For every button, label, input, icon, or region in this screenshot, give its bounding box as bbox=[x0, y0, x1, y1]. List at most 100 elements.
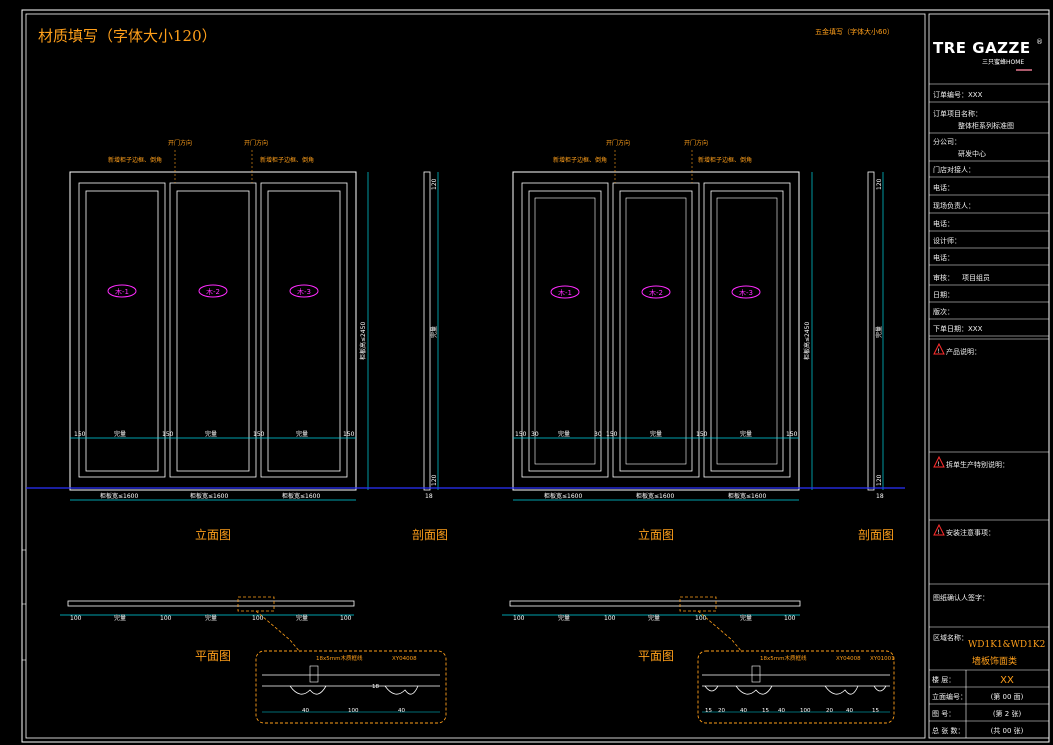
title-block-field: 电话： bbox=[933, 183, 954, 192]
title-block-field: 整体柜系列标准图 bbox=[958, 121, 1014, 130]
detail-molding bbox=[289, 685, 327, 695]
material-tag bbox=[289, 284, 319, 298]
material-tag bbox=[198, 284, 228, 298]
left-section: 120 完量 120 18 剖面图 bbox=[412, 171, 448, 542]
material-tag bbox=[731, 285, 761, 299]
door-frame bbox=[260, 182, 348, 478]
material-tag-label: 木-1 bbox=[115, 287, 129, 296]
title-block-field: 订单编号：XXX bbox=[933, 90, 983, 99]
material-title: 材质填写（字体大小120） bbox=[38, 27, 217, 45]
plan-dim: 100 bbox=[604, 615, 616, 622]
detail-molding bbox=[704, 685, 719, 692]
title-block-field: 电话： bbox=[933, 253, 954, 262]
detail-code: XY04008 bbox=[392, 656, 417, 662]
callout-label: 开门方向 bbox=[606, 139, 630, 147]
dim-label: 30 bbox=[594, 431, 602, 438]
height-dim-label: 柜板高≤2450 bbox=[359, 322, 367, 360]
view-label: 立面图 bbox=[638, 527, 674, 542]
door-panel bbox=[528, 190, 602, 472]
detail-dim: 40 bbox=[398, 708, 405, 714]
dim-label: 完量 bbox=[296, 430, 308, 438]
plan-dim: 100 bbox=[340, 615, 352, 622]
title-block-field: 研发中心 bbox=[958, 149, 986, 158]
door-frame bbox=[612, 182, 700, 478]
door-panel bbox=[85, 190, 159, 472]
detail-dim: 100 bbox=[348, 708, 359, 714]
material-tag bbox=[550, 285, 580, 299]
door-frame bbox=[78, 182, 166, 478]
detail-molding bbox=[384, 685, 419, 695]
registered-mark: ® bbox=[1036, 38, 1043, 46]
door-frame bbox=[169, 182, 257, 478]
floor-label: 楼 层： bbox=[932, 675, 955, 684]
right-section: 120 完量 120 18 剖面图 bbox=[858, 171, 894, 542]
drawing-frame bbox=[25, 13, 926, 739]
door-panel-inner bbox=[534, 197, 596, 465]
title-block-field: 项目组员 bbox=[962, 273, 990, 282]
title-block-field: 审核： bbox=[933, 273, 954, 282]
dim-label: 150 bbox=[162, 431, 174, 438]
detail-note: 18x5mm木质框线 bbox=[316, 654, 363, 662]
title-block-field: 日期： bbox=[933, 291, 954, 299]
section-dim: 120 bbox=[431, 178, 438, 190]
height-dim-label: 柜板高≤2450 bbox=[803, 322, 811, 360]
plan-dim: 完量 bbox=[114, 614, 126, 622]
door-panel bbox=[710, 190, 784, 472]
plan-dim: 100 bbox=[160, 615, 172, 622]
title-block-field: 版次： bbox=[933, 307, 954, 316]
width-dim-label: 柜板宽≤1600 bbox=[636, 492, 674, 500]
detail-code: XY01001 bbox=[870, 656, 895, 662]
warning-mark: ! bbox=[938, 348, 940, 355]
detail-dim: 20 bbox=[718, 708, 725, 714]
section-dim: 完量 bbox=[430, 326, 438, 338]
detail-dim: 15 bbox=[705, 708, 712, 714]
material-tag-label: 木-3 bbox=[297, 287, 311, 296]
detail-dim: 40 bbox=[778, 708, 785, 714]
detail-molding bbox=[735, 685, 773, 695]
material-tag bbox=[107, 284, 137, 298]
sheet-value: (第 2 张) bbox=[993, 709, 1022, 718]
material-tag-label: 木-2 bbox=[649, 288, 663, 297]
detail-dim: 15 bbox=[872, 708, 879, 714]
dim-label: 完量 bbox=[558, 430, 570, 438]
dim-label: 150 bbox=[343, 431, 355, 438]
elevation-label: 立面编号： bbox=[932, 692, 967, 701]
title-block-frame bbox=[928, 13, 1050, 739]
dim-label: 150 bbox=[253, 431, 265, 438]
detail-leader bbox=[255, 610, 301, 653]
width-dim-label: 柜板宽≤1600 bbox=[100, 492, 138, 500]
plan-dim: 100 bbox=[784, 615, 796, 622]
width-dim-label: 柜板宽≤1600 bbox=[282, 492, 320, 500]
width-dim-label: 柜板宽≤1600 bbox=[728, 492, 766, 500]
dim-label: 完量 bbox=[650, 430, 662, 438]
dim-label: 150 bbox=[786, 431, 798, 438]
detail-marker bbox=[679, 596, 717, 612]
view-label: 平面图 bbox=[638, 649, 674, 663]
cabinet-outline bbox=[69, 171, 357, 491]
section-dim: 120 bbox=[876, 474, 883, 486]
outer-frame bbox=[21, 9, 1050, 743]
region-value-2: 墙板饰面类 bbox=[972, 655, 1017, 667]
title-block-field: 订单项目名称： bbox=[933, 109, 982, 118]
production-notes-label: 拆单生产特别说明： bbox=[946, 460, 1009, 469]
title-block-field: 分公司： bbox=[933, 137, 961, 146]
brand-logo: TRE GAZZE bbox=[933, 39, 1031, 57]
view-label: 剖面图 bbox=[412, 528, 448, 542]
right-elevation: 木-1 木-2 木-3 开门方向 开门方向 新增柜子边框、倒角 新增柜子边框、倒… bbox=[512, 139, 813, 542]
floor-value: XX bbox=[1000, 675, 1014, 686]
warning-icon bbox=[933, 342, 945, 355]
material-tag bbox=[641, 285, 671, 299]
detail-box bbox=[697, 650, 895, 724]
title-block-field: 门店对接人： bbox=[933, 165, 975, 174]
section-dim: 完量 bbox=[875, 326, 883, 338]
door-panel bbox=[619, 190, 693, 472]
detail-molding bbox=[824, 685, 859, 695]
left-plan: 100 完量 100 完量 100 完量 100 18x5mm木质框线 XY04… bbox=[60, 596, 447, 724]
detail-dim: 40 bbox=[846, 708, 853, 714]
plan-dim: 100 bbox=[252, 615, 264, 622]
dim-label: 150 bbox=[515, 431, 527, 438]
section-board bbox=[867, 171, 875, 491]
title-block-field: 设计师： bbox=[933, 236, 961, 245]
section-dim: 18 bbox=[876, 493, 884, 500]
